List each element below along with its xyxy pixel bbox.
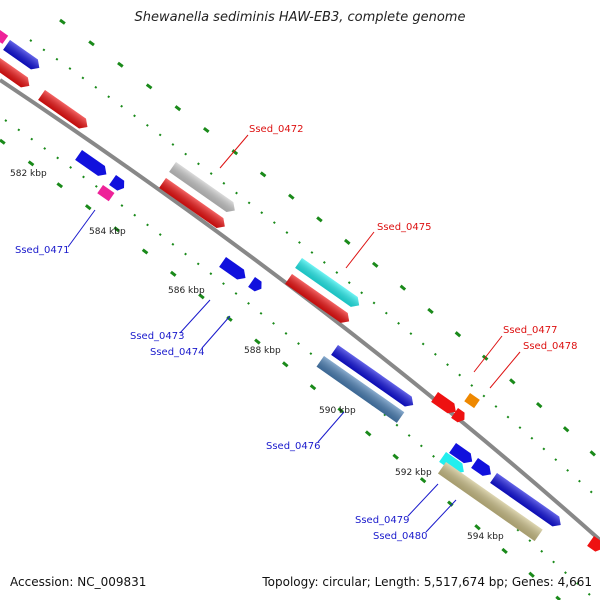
label-ssed-0479: Ssed_0479 — [355, 515, 410, 526]
label-ssed-0471: Ssed_0471 — [15, 245, 70, 256]
label-ssed-0477: Ssed_0477 — [503, 325, 558, 336]
gene-cyan-0479 — [439, 452, 464, 474]
gene-red-edge — [587, 536, 600, 552]
gene-blue-3 — [109, 175, 125, 191]
label-ssed-0480: Ssed_0480 — [373, 531, 428, 542]
label-ssed-0475: Ssed_0475 — [377, 222, 432, 233]
gene-blue-0479a — [449, 443, 473, 464]
leader-lines — [67, 134, 521, 533]
tick-588: 588 kbp — [244, 346, 281, 356]
tick-582: 582 kbp — [10, 169, 47, 179]
label-ssed-0474: Ssed_0474 — [150, 347, 205, 358]
label-ssed-0473: Ssed_0473 — [130, 331, 185, 342]
tick-586: 586 kbp — [168, 286, 205, 296]
gene-magenta-0471 — [97, 185, 115, 202]
tick-592: 592 kbp — [395, 468, 432, 478]
gene-magenta-top — [0, 24, 9, 44]
gene-blue-2 — [75, 150, 107, 176]
genes — [0, 24, 600, 552]
map-title: Shewanella sediminis HAW-EB3, complete g… — [134, 10, 466, 25]
accession-text: Accession: NC_009831 — [10, 575, 147, 589]
tick-labels: 582 kbp 584 kbp 586 kbp 588 kbp 590 kbp … — [10, 169, 504, 542]
position-rails-outer — [0, 18, 600, 600]
topology-text: Topology: circular; Length: 5,517,674 bp… — [262, 575, 592, 589]
gene-labels: Ssed_0471 Ssed_0472 Ssed_0473 Ssed_0474 … — [15, 124, 578, 542]
gene-blue-0474 — [248, 277, 262, 292]
gene-blue-0473 — [219, 257, 246, 280]
tick-594: 594 kbp — [467, 532, 504, 542]
label-ssed-0472: Ssed_0472 — [249, 124, 304, 135]
gene-red-0477 — [431, 392, 456, 414]
gene-blue-0479b — [471, 458, 491, 476]
label-ssed-0478: Ssed_0478 — [523, 341, 578, 352]
label-ssed-0476: Ssed_0476 — [266, 441, 321, 452]
tick-584: 584 kbp — [89, 227, 126, 237]
genome-backbone — [0, 78, 600, 542]
tick-590: 590 kbp — [319, 406, 356, 416]
gene-red-0477b — [451, 408, 465, 423]
gene-orange-0478 — [464, 393, 480, 409]
position-rails — [4, 39, 600, 596]
